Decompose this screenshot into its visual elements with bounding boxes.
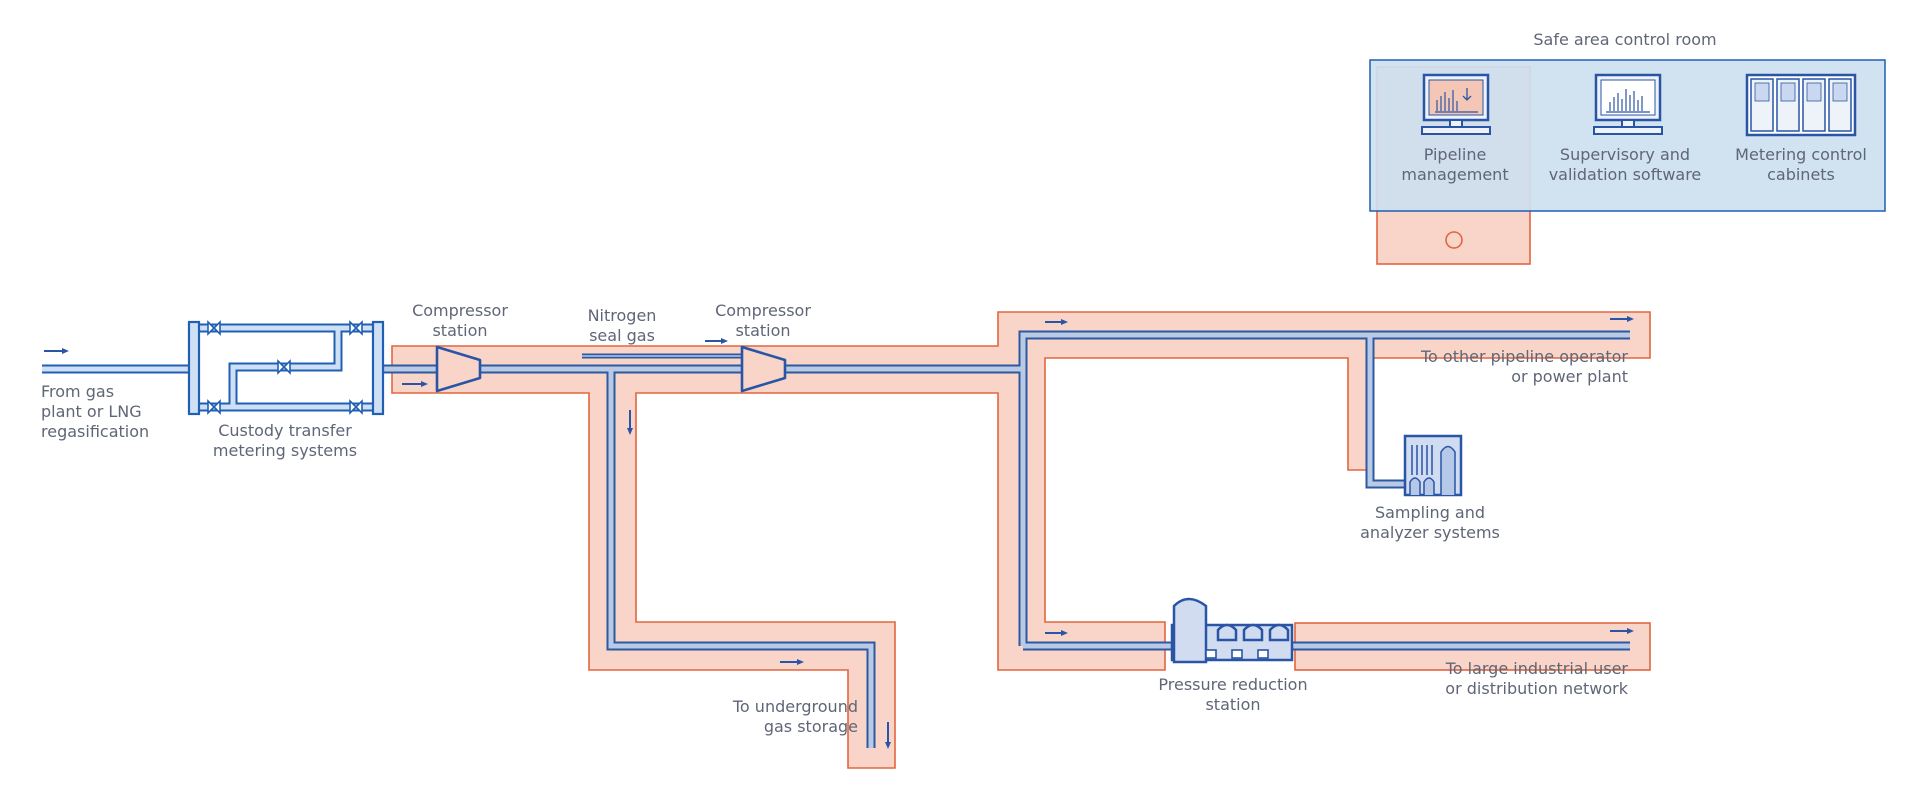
supervisory-label-2: validation software: [1549, 165, 1702, 184]
arrow-right-icon: [1045, 630, 1068, 636]
industrial-label-1: To large industrial user: [1445, 659, 1629, 678]
sampling-label-2: analyzer systems: [1360, 523, 1500, 542]
arrow-right-icon: [1610, 628, 1634, 634]
cabinets-label-1: Metering control: [1735, 145, 1867, 164]
pipeline-management-label-2: management: [1401, 165, 1508, 184]
compressor2-label-1: Compressor: [715, 301, 811, 320]
compressor2-label-2: station: [735, 321, 790, 340]
prs-label-1: Pressure reduction: [1158, 675, 1307, 694]
sampling-label-1: Sampling and: [1375, 503, 1485, 522]
source-label-1: From gas: [41, 382, 114, 401]
custody-label-2: metering systems: [213, 441, 357, 460]
arrow-right-icon: [705, 338, 728, 344]
arrow-down-icon: [885, 722, 891, 749]
pipe-sampling-branch-core: [1367, 335, 1410, 487]
flow-arrows: [44, 316, 1634, 749]
compressor-icon: [435, 345, 482, 393]
other-operator-label-2: or power plant: [1511, 367, 1628, 386]
diagram-labels: From gas plant or LNG regasification Cus…: [41, 301, 1629, 736]
source-label-3: regasification: [41, 422, 149, 441]
control-room-title: Safe area control room: [1533, 30, 1716, 49]
pipeline-management-label-1: Pipeline: [1424, 145, 1487, 164]
cabinet-icon: [1745, 73, 1857, 137]
nitrogen-label-1: Nitrogen: [588, 306, 657, 325]
compressor1-label-1: Compressor: [412, 301, 508, 320]
download-arrow-icon: [1462, 88, 1472, 101]
custody-transfer-skid[interactable]: [187, 320, 385, 416]
industrial-label-2: or distribution network: [1445, 679, 1628, 698]
monitor-chart-icon: [1421, 73, 1491, 135]
hotspot-marker[interactable]: [1445, 231, 1463, 249]
pipeline-management-workstation[interactable]: Pipeline management: [1401, 73, 1509, 249]
compressor1-label-2: station: [432, 321, 487, 340]
compressor-2[interactable]: [740, 345, 787, 393]
custody-label-1: Custody transfer: [218, 421, 352, 440]
pressure-reduction-station[interactable]: [1170, 597, 1294, 664]
pipe-upper-branch-core: [1020, 332, 1630, 646]
prs-filter-icon: [1216, 623, 1290, 642]
supervisory-software-workstation[interactable]: Supervisory and validation software: [1549, 73, 1702, 184]
arrow-down-icon: [627, 410, 633, 435]
prs-label-2: station: [1205, 695, 1260, 714]
header-right: [371, 320, 385, 416]
supervisory-label-1: Supervisory and: [1560, 145, 1690, 164]
arrow-right-icon: [402, 381, 428, 387]
header-left: [187, 320, 201, 416]
compressor-1[interactable]: [435, 345, 482, 393]
control-room: Safe area control room Pip: [1369, 30, 1886, 249]
prs-vessel-icon: [1172, 597, 1208, 664]
metering-cabinets[interactable]: Metering control cabinets: [1735, 73, 1867, 184]
storage-label-1: To underground: [732, 697, 858, 716]
valve-icon: [207, 320, 363, 415]
storage-label-2: gas storage: [764, 717, 858, 736]
source-label-2: plant or LNG: [41, 402, 142, 421]
arrow-right-icon: [1610, 316, 1634, 322]
arrow-right-icon: [780, 659, 804, 665]
cabinets-label-2: cabinets: [1767, 165, 1835, 184]
pipe-network: [42, 330, 1630, 748]
sampling-analyzer-unit[interactable]: [1403, 434, 1463, 497]
arrow-right-icon: [1045, 319, 1068, 325]
pipe-storage-branch: [606, 369, 876, 748]
pipe-storage-branch-core: [608, 369, 874, 748]
compressor-icon: [740, 345, 787, 393]
monitor-chart-icon: [1593, 73, 1663, 135]
nitrogen-label-2: seal gas: [589, 326, 655, 345]
other-operator-label-1: To other pipeline operator: [1420, 347, 1628, 366]
arrow-right-icon: [44, 348, 69, 354]
